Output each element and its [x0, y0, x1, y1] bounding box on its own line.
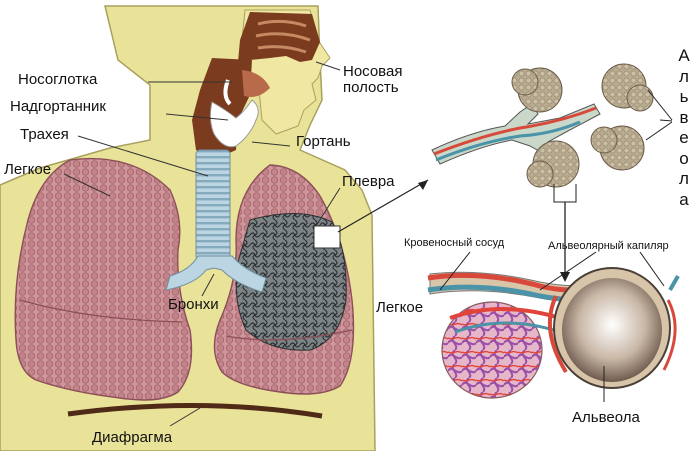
- label-pleura: Плевра: [342, 173, 395, 190]
- alveoli-pointers: [645, 89, 673, 141]
- alveoli-letter: е: [679, 128, 689, 147]
- bronchi-shape: [165, 255, 267, 293]
- alveoli-letter: в: [679, 107, 689, 127]
- label-blood-vessel: Кровеносный сосуд: [404, 237, 505, 249]
- capillary-sac: [441, 301, 543, 399]
- label-trachea: Трахея: [20, 126, 69, 143]
- nasal-cavity-shape: [238, 12, 320, 62]
- alveoli-letter: а: [679, 189, 689, 209]
- alveolar-sacs-cluster: [511, 63, 654, 188]
- bronchiole-artery: [433, 106, 597, 156]
- pointer-capillary: [539, 251, 665, 291]
- pointer-trachea: [77, 135, 209, 177]
- label-alveolus: Альвеола: [572, 409, 640, 426]
- label-nasopharynx: Носоглотка: [18, 71, 98, 88]
- left-lung-fissure: [19, 299, 183, 323]
- alveoli-letter: л: [679, 169, 689, 188]
- oral-cavity: [242, 70, 270, 97]
- label-larynx: Гортань: [296, 133, 351, 150]
- alveoli-letter: о: [679, 148, 689, 168]
- label-lung-right: Легкое: [376, 299, 424, 316]
- pointer-lung: [63, 173, 111, 197]
- label-diaphragm: Диафрагма: [92, 429, 173, 446]
- pointer-pleura: [315, 187, 341, 227]
- label-lung-left: Легкое: [4, 161, 52, 178]
- alveoli-letter: л: [679, 66, 689, 86]
- alveoli-letter: ь: [679, 87, 689, 106]
- label-nasal-cavity: Носовая полость: [343, 63, 403, 96]
- zoom-marker: [313, 225, 341, 249]
- bronchiole-vein: [435, 120, 581, 162]
- nasal-conchae: [255, 19, 311, 54]
- epiglottis-shape: [223, 79, 232, 106]
- label-alveoli-vertical: А л ь в е о л а: [672, 46, 696, 210]
- label-alveolar-capillary: Альвеолярный капиляр: [548, 240, 669, 252]
- trachea-shape: [195, 149, 231, 261]
- pointer-bronchi: [201, 273, 215, 297]
- alveoli-letter: А: [678, 46, 690, 65]
- pointer-epiglottis: [165, 113, 229, 121]
- pointer-larynx: [251, 141, 291, 147]
- left-lung: [14, 157, 193, 401]
- pointer-diaphragm: [169, 407, 201, 427]
- larynx-cartilage: [209, 99, 259, 148]
- right-lung-fissure: [225, 329, 353, 341]
- connector-pleura: [337, 179, 429, 233]
- label-bronchi: Бронхи: [168, 296, 219, 313]
- alveolus-cavity: [562, 278, 662, 382]
- diaphragm-shape: [67, 403, 323, 419]
- pointer-nasal-cavity: [315, 61, 341, 71]
- label-epiglottis: Надгортанник: [10, 98, 106, 115]
- pointer-blood-vessel: [439, 251, 471, 291]
